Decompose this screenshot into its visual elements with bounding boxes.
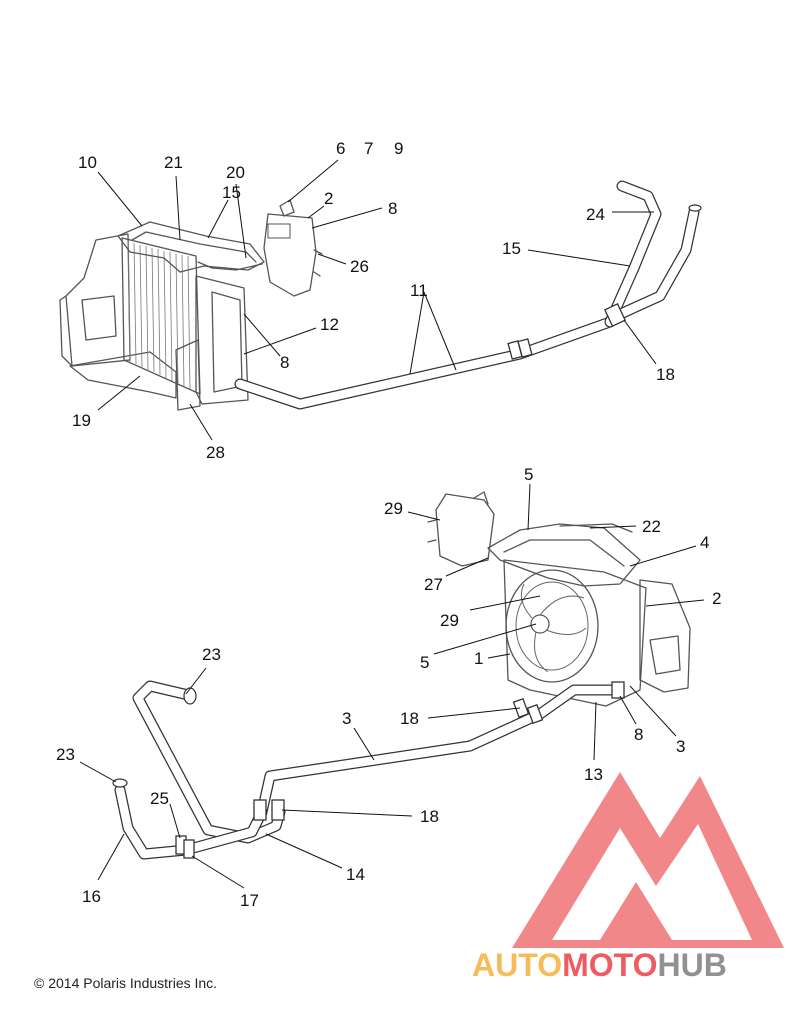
radiator-frame	[503, 559, 647, 707]
callout-25: 25	[150, 789, 169, 808]
callout-20: 20	[226, 163, 245, 182]
top-bracket-2	[487, 523, 641, 587]
callout-29-bottom: 29	[440, 611, 459, 630]
callout-23-top: 23	[202, 645, 221, 664]
callout-8-mid: 8	[280, 353, 289, 372]
callout-18-mid: 18	[400, 709, 419, 728]
callout-16: 16	[82, 887, 101, 906]
coolant-reservoir-2	[427, 491, 495, 567]
callout-11: 11	[410, 281, 428, 300]
callout-8-top: 8	[388, 199, 397, 218]
callout-9: 9	[394, 139, 403, 158]
callout-19: 19	[72, 411, 91, 430]
callout-2-top: 2	[324, 189, 333, 208]
coolant-reservoir	[263, 199, 323, 297]
callout-22: 22	[642, 517, 661, 536]
callout-7: 7	[364, 139, 373, 158]
cooling-fan	[505, 569, 599, 683]
callout-18-top: 18	[656, 365, 675, 384]
callout-3-right: 3	[676, 737, 685, 756]
callout-18-bottom: 18	[420, 807, 439, 826]
right-shroud	[639, 579, 691, 693]
right-bracket	[175, 339, 201, 411]
top-assembly	[59, 180, 702, 411]
callout-15-top: 15	[222, 183, 241, 202]
top-bracket	[117, 221, 265, 273]
callout-10: 10	[78, 153, 97, 172]
callout-21: 21	[164, 153, 183, 172]
left-shroud	[59, 233, 131, 367]
callout-13: 13	[584, 765, 603, 784]
leader-lines	[79, 159, 705, 889]
callout-26: 26	[350, 257, 369, 276]
callout-3-left: 3	[342, 709, 351, 728]
callout-24: 24	[586, 205, 605, 224]
callout-29-top: 29	[384, 499, 403, 518]
callout-5-bottom: 5	[420, 653, 429, 672]
callout-28: 28	[206, 443, 225, 462]
callout-4: 4	[700, 533, 709, 552]
callout-12: 12	[320, 315, 339, 334]
callout-27: 27	[424, 575, 443, 594]
radiator-core	[121, 237, 201, 395]
callout-23-left: 23	[56, 745, 75, 764]
fan-shroud	[195, 275, 249, 405]
bottom-assembly	[112, 491, 691, 860]
coolant-tube-11	[234, 316, 616, 410]
callout-8-bottom: 8	[634, 725, 643, 744]
callout-2-bottom: 2	[712, 589, 721, 608]
callout-labels: 10 21 20 15 6 7 9 2 8 26 24 15 11 12 8 1…	[56, 139, 721, 910]
callout-14: 14	[346, 865, 365, 884]
callout-17: 17	[240, 891, 259, 910]
callout-15-right: 15	[502, 239, 521, 258]
skid-plate	[69, 351, 177, 399]
copyright-notice: © 2014 Polaris Industries Inc.	[34, 975, 218, 991]
callout-5-top: 5	[524, 465, 533, 484]
callout-1: 1	[474, 649, 483, 668]
callout-6: 6	[336, 139, 345, 158]
